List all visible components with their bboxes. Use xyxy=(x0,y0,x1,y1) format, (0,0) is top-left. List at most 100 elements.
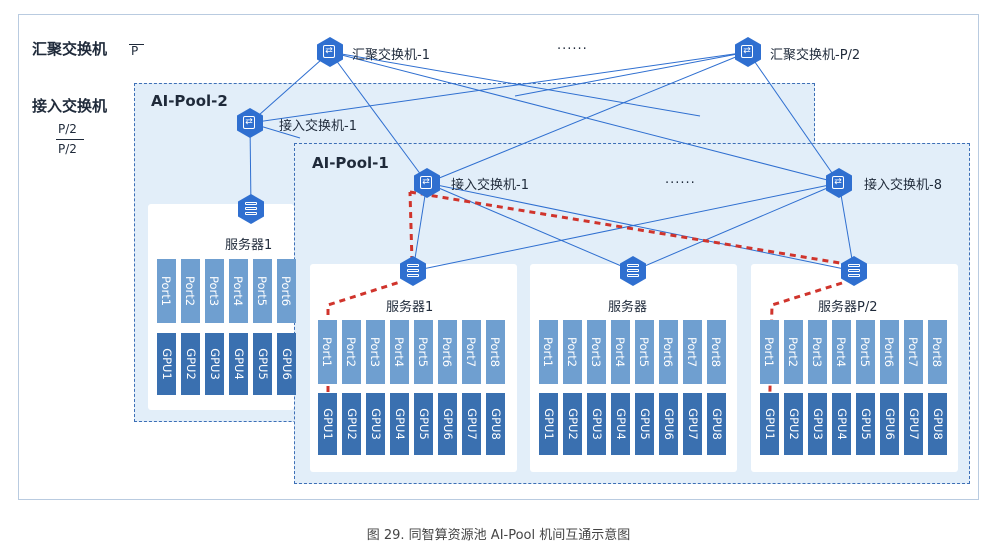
pool1-server-1-gpu-6: GPU6 xyxy=(438,393,457,455)
agg-switch-p2-label: 汇聚交换机-P/2 xyxy=(770,48,861,63)
pool1-server-3-port-label-8: Port8 xyxy=(930,336,945,368)
link-agg1-pool1sw1 xyxy=(329,51,428,184)
pool1-server-2-gpu-3: GPU3 xyxy=(587,393,606,455)
pool1-server-1-gpu-7: GPU7 xyxy=(462,393,481,455)
link-sw8-sp xyxy=(838,182,855,272)
pool1-server-3-gpu-3: GPU3 xyxy=(808,393,827,455)
pool2-server-gpu-2: GPU2 xyxy=(181,333,200,395)
pool1-server-1-port-label-1: Port1 xyxy=(320,336,335,368)
pool1-server-2-port-label-1: Port1 xyxy=(541,336,556,368)
pool2-server-port-2: Port2 xyxy=(181,259,200,323)
pool1-ellipsis: ...... xyxy=(665,172,696,187)
pool1-server-1-gpu-label-4: GPU4 xyxy=(392,408,407,440)
pool1-server-3-gpu-2: GPU2 xyxy=(784,393,803,455)
pool1-server-3-gpu-label-2: GPU2 xyxy=(786,408,801,440)
pool1-server-3-port-2: Port2 xyxy=(784,320,803,384)
pool2-server-gpu-label-6: GPU6 xyxy=(279,348,294,380)
ai-pool-2-title: AI-Pool-2 xyxy=(151,92,228,110)
pool1-server-2-port-label-6: Port6 xyxy=(661,336,676,368)
pool1-server-2-gpu-2: GPU2 xyxy=(563,393,582,455)
pool1-server-2-port-label-4: Port4 xyxy=(613,336,628,368)
pool2-server-label: 服务器1 xyxy=(225,238,273,253)
pool2-server-gpu-label-2: GPU2 xyxy=(183,348,198,380)
pool1-server-3-gpu-5: GPU5 xyxy=(856,393,875,455)
pool1-server-1-gpu-label-2: GPU2 xyxy=(344,408,359,440)
pool1-server-1-port-7: Port7 xyxy=(462,320,481,384)
pool1-server-2-gpu-label-7: GPU7 xyxy=(685,408,700,440)
pool1-server-2-gpu-label-2: GPU2 xyxy=(565,408,580,440)
pool2-server-port-6: Port6 xyxy=(277,259,296,323)
link-agg1-pool2sw xyxy=(249,51,331,124)
pool2-access-switch-label: 接入交换机-1 xyxy=(279,119,357,134)
pool1-server-2-label: 服务器 xyxy=(608,300,648,315)
pool2-server-port-1: Port1 xyxy=(157,259,176,323)
link-sw8-s1 xyxy=(412,182,840,272)
agg-switch-1-label: 汇聚交换机-1 xyxy=(352,48,430,63)
pool1-server-1-label: 服务器1 xyxy=(386,300,434,315)
pool1-server-3-gpu-4: GPU4 xyxy=(832,393,851,455)
pool1-server-2-port-3: Port3 xyxy=(587,320,606,384)
pool1-server-3-port-label-2: Port2 xyxy=(786,336,801,368)
pool1-server-2-gpu-4: GPU4 xyxy=(611,393,630,455)
pool1-server-2-port-4: Port4 xyxy=(611,320,630,384)
link-sw8-s2 xyxy=(632,182,840,272)
pool1-server-2-gpu-8: GPU8 xyxy=(707,393,726,455)
pool1-server-3-gpu-label-3: GPU3 xyxy=(810,408,825,440)
link-sw1-s2 xyxy=(426,182,634,272)
pool2-server-port-label-6: Port6 xyxy=(279,275,294,307)
pool1-server-2-gpu-label-6: GPU6 xyxy=(661,408,676,440)
pool1-server-1-icon xyxy=(400,256,426,286)
link-aggp-pool1sw1 xyxy=(426,51,749,184)
pool1-server-1-gpu-label-1: GPU1 xyxy=(320,408,335,440)
pool1-server-3-gpu-label-6: GPU6 xyxy=(882,408,897,440)
agg-fraction-bar xyxy=(129,44,144,45)
pool1-server-3-gpu-6: GPU6 xyxy=(880,393,899,455)
pool1-server-1-port-6: Port6 xyxy=(438,320,457,384)
pool1-server-2-port-label-7: Port7 xyxy=(685,336,700,368)
pool1-server-1-port-2: Port2 xyxy=(342,320,361,384)
agg-switch-1-icon: ⇄ xyxy=(317,37,343,67)
pool1-server-2-gpu-label-1: GPU1 xyxy=(541,408,556,440)
access-layer-label: 接入交换机 xyxy=(32,97,108,115)
pool1-server-1-port-label-3: Port3 xyxy=(368,336,383,368)
pool1-server-3-gpu-1: GPU1 xyxy=(760,393,779,455)
pool1-server-1-port-label-4: Port4 xyxy=(392,336,407,368)
pool1-server-1-port-label-7: Port7 xyxy=(464,336,479,368)
pool1-server-3-port-4: Port4 xyxy=(832,320,851,384)
pool1-server-1-port-label-2: Port2 xyxy=(344,336,359,368)
pool1-server-2-gpu-1: GPU1 xyxy=(539,393,558,455)
link-aggp-pool1sw8 xyxy=(747,51,840,184)
pool1-server-1-port-label-6: Port6 xyxy=(440,336,455,368)
link-aggp-pool2sw xyxy=(249,51,749,124)
pool1-server-1-gpu-label-7: GPU7 xyxy=(464,408,479,440)
pool2-server-port-4: Port4 xyxy=(229,259,248,323)
link-agg1-pool2-right xyxy=(329,51,701,117)
pool2-server-gpu-5: GPU5 xyxy=(253,333,272,395)
pool1-server-2-gpu-label-5: GPU5 xyxy=(637,408,652,440)
pool1-server-1-gpu-8: GPU8 xyxy=(486,393,505,455)
pool1-server-3-port-5: Port5 xyxy=(856,320,875,384)
aggregation-layer-label: 汇聚交换机 xyxy=(32,40,108,58)
pool1-server-2-gpu-5: GPU5 xyxy=(635,393,654,455)
pool1-server-3-gpu-label-7: GPU7 xyxy=(906,408,921,440)
pool1-server-3-port-label-3: Port3 xyxy=(810,336,825,368)
pool1-server-2-port-label-2: Port2 xyxy=(565,336,580,368)
pool1-server-1-gpu-1: GPU1 xyxy=(318,393,337,455)
pool1-server-2-port-6: Port6 xyxy=(659,320,678,384)
pool2-server-gpu-3: GPU3 xyxy=(205,333,224,395)
pool1-server-1-port-8: Port8 xyxy=(486,320,505,384)
link-agg1-pool1sw8 xyxy=(329,51,840,184)
pool1-server-1-gpu-2: GPU2 xyxy=(342,393,361,455)
access-fraction-den: P/2 xyxy=(58,142,77,156)
pool1-server-1-gpu-4: GPU4 xyxy=(390,393,409,455)
pool1-server-2-port-1: Port1 xyxy=(539,320,558,384)
pool2-server-gpu-label-5: GPU5 xyxy=(255,348,270,380)
pool2-server-gpu-1: GPU1 xyxy=(157,333,176,395)
pool1-server-3-port-label-1: Port1 xyxy=(762,336,777,368)
pool1-server-2-port-5: Port5 xyxy=(635,320,654,384)
pool1-server-2-gpu-label-4: GPU4 xyxy=(613,408,628,440)
pool2-server-port-label-2: Port2 xyxy=(183,275,198,307)
pool2-server-gpu-label-3: GPU3 xyxy=(207,348,222,380)
pool1-server-3-port-label-5: Port5 xyxy=(858,336,873,368)
